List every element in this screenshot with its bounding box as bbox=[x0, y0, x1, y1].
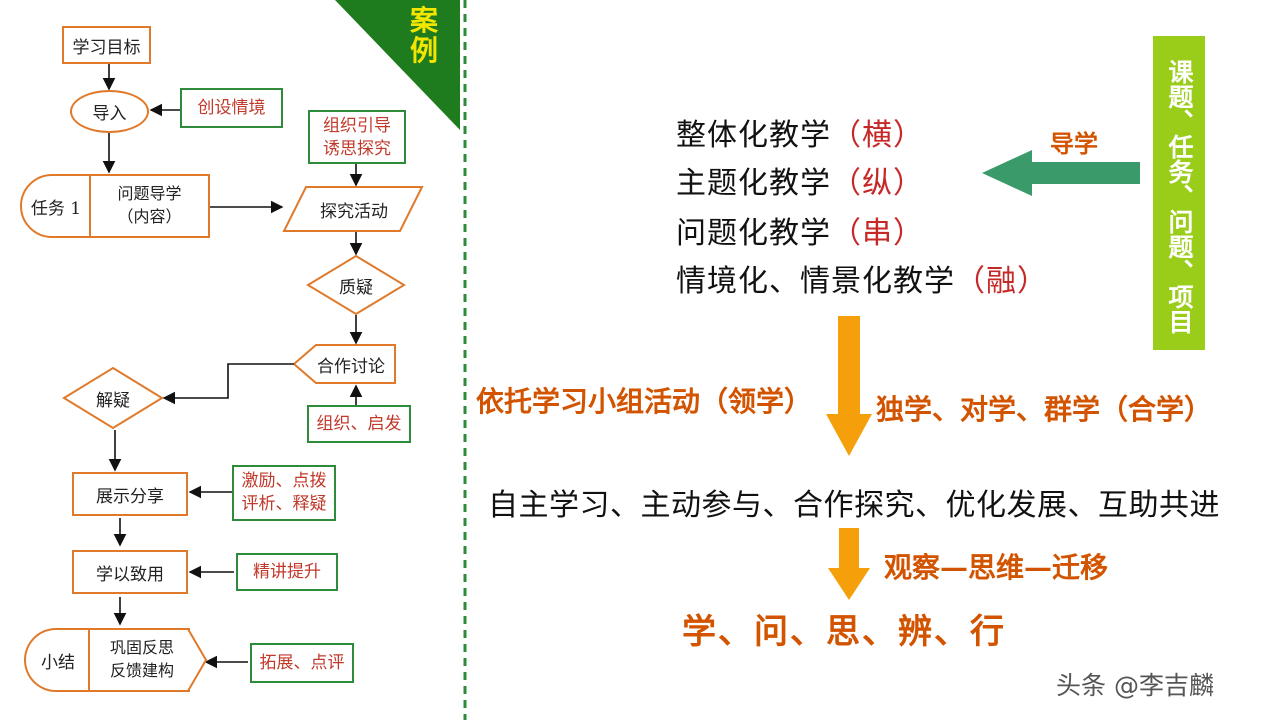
intro-ellipse: 导入 bbox=[70, 90, 149, 133]
task-group bbox=[20, 174, 210, 238]
learn-modes-text: 独学、对学、群学（合学） bbox=[876, 393, 1213, 426]
process-text: 观察—思维—迁移 bbox=[884, 551, 1109, 584]
organize-box: 组织、启发 bbox=[307, 405, 411, 443]
teaching-main-4: 情境化、情景化教学 bbox=[676, 264, 955, 299]
teaching-main-1: 整体化教学 bbox=[676, 118, 831, 153]
resolve-label: 解疑 bbox=[96, 390, 130, 411]
question-diamond bbox=[306, 254, 406, 316]
teaching-line-1: 整体化教学（横） bbox=[676, 110, 924, 154]
summary-divider bbox=[88, 630, 90, 690]
task-content-line-2: （内容） bbox=[117, 207, 182, 226]
teaching-tag-2: （纵） bbox=[831, 166, 924, 201]
teaching-main-2: 主题化教学 bbox=[676, 166, 831, 201]
cooperate-pentagon bbox=[292, 344, 396, 384]
explore-parallelogram bbox=[282, 186, 424, 232]
summary-label: 小结 bbox=[41, 652, 75, 673]
corner-tag: 案例 bbox=[409, 4, 438, 67]
encourage-line-2: 评析、释疑 bbox=[241, 494, 327, 514]
final-text: 学、问、思、辨、行 bbox=[682, 612, 1006, 652]
summary-line-2: 反馈建构 bbox=[109, 661, 174, 680]
goal-box: 学习目标 bbox=[62, 26, 151, 64]
summary-content: 巩固反思 反馈建构 bbox=[92, 636, 192, 682]
guide-line-2: 诱思探究 bbox=[323, 139, 391, 159]
goals-text: 自主学习、主动参与、合作探究、优化发展、互助共进 bbox=[488, 488, 1220, 523]
teaching-tag-4: （融） bbox=[955, 264, 1048, 299]
guide-box: 组织引导 诱思探究 bbox=[308, 110, 406, 164]
resolve-diamond bbox=[62, 366, 164, 430]
teaching-tag-1: （横） bbox=[831, 118, 924, 153]
arrow-down-orange-2 bbox=[828, 528, 870, 600]
task-content-line-1: 问题导学 bbox=[117, 184, 182, 203]
task-divider bbox=[89, 176, 91, 236]
summary-line-1: 巩固反思 bbox=[109, 638, 174, 657]
apply-box: 学以致用 bbox=[72, 550, 188, 594]
extend-box: 拓展、点评 bbox=[250, 643, 354, 683]
teaching-line-3: 问题化教学（串） bbox=[676, 208, 924, 252]
vertical-topic-bar: 课题、任务、问题、项目 bbox=[1153, 36, 1205, 350]
task-label: 任务 1 bbox=[30, 198, 82, 219]
arrow-down-orange-1 bbox=[826, 316, 872, 456]
arrow-left-teal bbox=[982, 150, 1140, 196]
task-content: 问题导学 （内容） bbox=[91, 182, 208, 228]
teaching-line-4: 情境化、情景化教学（融） bbox=[676, 256, 1048, 300]
teaching-main-3: 问题化教学 bbox=[676, 216, 831, 251]
guide-line-1: 组织引导 bbox=[323, 116, 391, 136]
corner-triangle bbox=[335, 0, 460, 130]
group-activity-text: 依托学习小组活动（领学） bbox=[476, 385, 813, 418]
refine-box: 精讲提升 bbox=[236, 553, 338, 591]
cooperate-label: 合作讨论 bbox=[317, 356, 385, 377]
summary-group bbox=[24, 628, 190, 692]
teaching-tag-3: （串） bbox=[831, 216, 924, 251]
create-situation-box: 创设情境 bbox=[180, 88, 283, 128]
watermark: 头条 @李吉麟 bbox=[1056, 671, 1214, 700]
question-label: 质疑 bbox=[339, 277, 373, 298]
encourage-box: 激励、点拨 评析、释疑 bbox=[232, 465, 336, 521]
show-box: 展示分享 bbox=[72, 472, 188, 516]
teaching-line-2: 主题化教学（纵） bbox=[676, 158, 924, 202]
explore-label: 探究活动 bbox=[320, 201, 388, 222]
encourage-line-1: 激励、点拨 bbox=[241, 471, 327, 491]
guide-label: 导学 bbox=[1050, 129, 1098, 158]
